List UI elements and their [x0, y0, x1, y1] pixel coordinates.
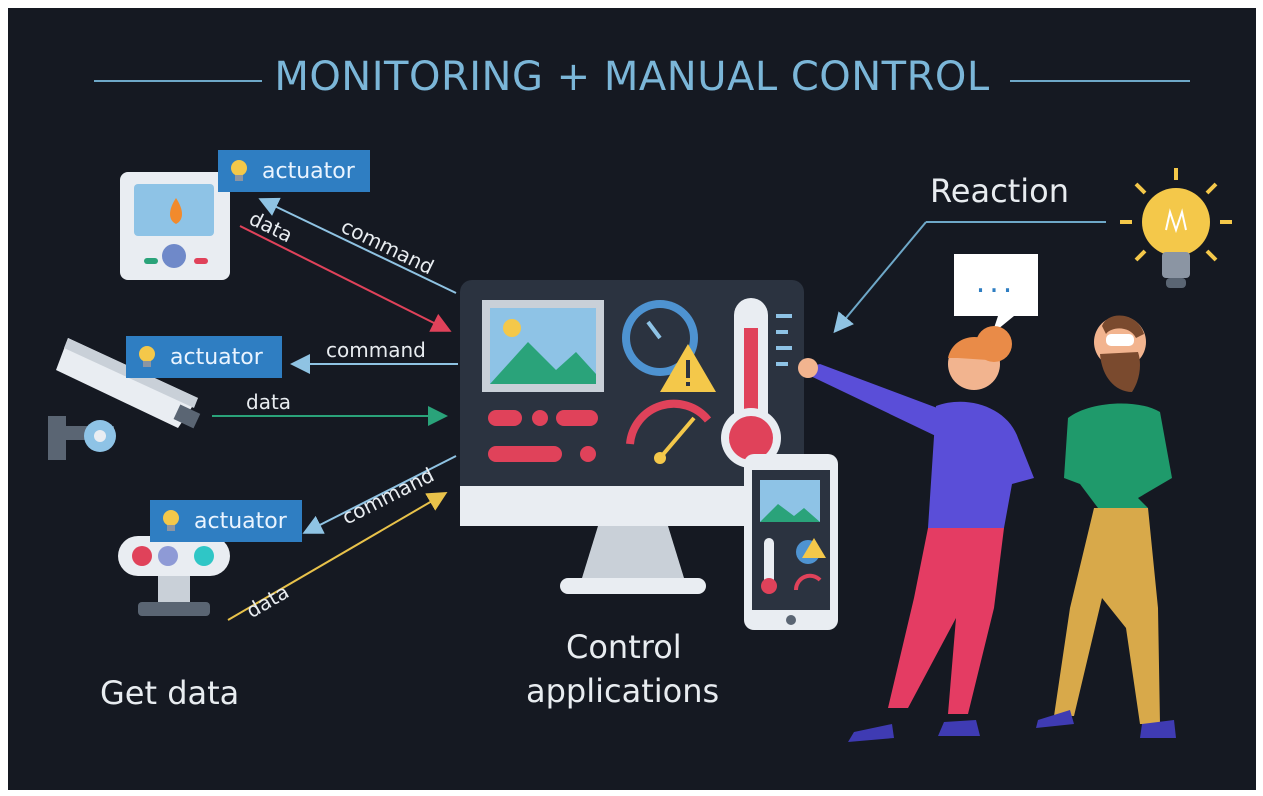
clock-icon	[622, 300, 698, 376]
get-data-label: Get data	[100, 674, 240, 712]
actuator-label: actuator	[170, 344, 263, 370]
diagram-panel: MONITORING + MANUAL CONTROL actuator act…	[8, 8, 1256, 790]
command-label-middle: command	[326, 338, 426, 362]
warning-icon	[660, 344, 716, 392]
speech-bubble	[954, 254, 1038, 334]
thermostat-icon	[120, 172, 230, 280]
data-arrow-bottom	[227, 491, 448, 621]
monitor-icon	[460, 280, 804, 594]
control-applications-label-line1: Control	[566, 628, 682, 666]
actuator-label: actuator	[194, 508, 287, 534]
actuator-badge-middle: actuator	[126, 336, 282, 378]
data-label-middle: data	[246, 390, 292, 414]
control-applications-label-line2: applications	[526, 672, 720, 710]
gauge-icon	[626, 399, 712, 464]
diagram-title: MONITORING + MANUAL CONTROL	[8, 54, 1256, 100]
data-arrow-top	[239, 225, 452, 332]
diagram-artwork	[48, 168, 1232, 742]
lightbulb-icon	[1120, 168, 1232, 288]
speech-bubble-text: ...	[975, 265, 1017, 300]
woman-figure	[798, 326, 1034, 742]
thermometer-icon	[721, 298, 792, 468]
actuator-badge-bottom: actuator	[150, 500, 302, 542]
lightbulb-icon	[231, 160, 247, 181]
command-arrow-bottom	[302, 455, 457, 534]
diagram-title-text: MONITORING + MANUAL CONTROL	[262, 54, 1002, 100]
reaction-label: Reaction	[930, 172, 1069, 210]
lightbulb-icon	[163, 510, 179, 531]
sensor-device-icon	[118, 536, 230, 616]
image-icon	[482, 300, 604, 392]
title-rule-right	[1010, 80, 1190, 82]
actuator-label: actuator	[262, 158, 355, 184]
reaction-arrow-diagonal	[833, 221, 927, 334]
command-arrow-top	[258, 197, 457, 294]
title-rule-left	[94, 80, 264, 82]
actuator-badge-top: actuator	[218, 150, 370, 192]
man-figure	[1036, 315, 1176, 738]
lightbulb-icon	[139, 346, 155, 367]
smartphone-icon	[744, 454, 838, 630]
